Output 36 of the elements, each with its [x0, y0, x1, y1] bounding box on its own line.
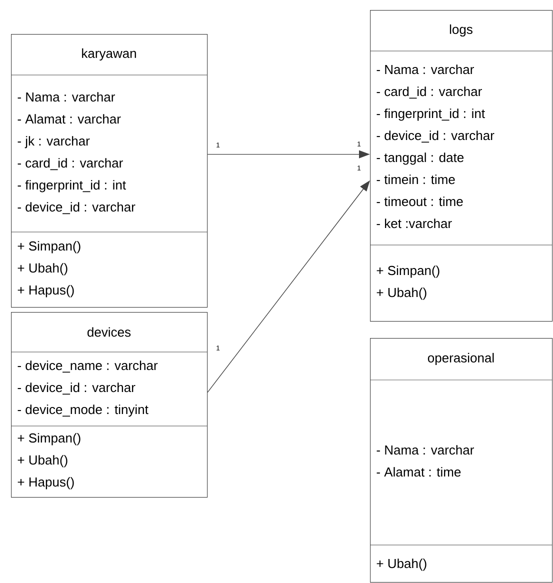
class-box [370, 338, 553, 583]
method-text: + Ubah() [376, 558, 426, 571]
attribute-text: - Alamat : time [376, 467, 461, 477]
attribute-text: - timein : time [376, 174, 455, 184]
attribute-text: - device_id : varchar [18, 382, 136, 395]
attribute-text: - timeout : time [376, 196, 463, 206]
attribute-text: - card_id : varchar [376, 86, 482, 99]
attribute-text: - jk : varchar [18, 136, 90, 148]
attribute-text: - Nama : varchar [376, 445, 474, 455]
attribute-text: - device_name : varchar [18, 360, 158, 373]
method-text: + Hapus() [18, 285, 74, 298]
method-text: + Ubah() [18, 455, 68, 468]
attribute-text: - Nama : varchar [18, 92, 115, 102]
class-box [370, 10, 553, 322]
attribute-text: - card_id : varchar [18, 158, 123, 170]
method-text: + Ubah() [376, 288, 426, 300]
attribute-text: - fingerprint_id : int [18, 180, 126, 192]
attribute-text: - device_mode : tinyint [18, 404, 148, 417]
attribute-text: - Nama : varchar [376, 64, 474, 74]
attribute-text: - ket :varchar [376, 218, 452, 228]
method-text: + Hapus() [18, 477, 74, 490]
class-name: operasional [428, 352, 494, 366]
class-box [10, 312, 208, 498]
method-text: + Simpan() [18, 433, 80, 446]
method-text: + Ubah() [18, 263, 68, 276]
attribute-text: - device_id : varchar [376, 130, 494, 143]
class-name: karyawan [82, 48, 136, 61]
attribute-text: - fingerprint_id : int [376, 108, 485, 121]
method-text: + Simpan() [376, 266, 440, 278]
attribute-text: - Alamat : varchar [18, 114, 121, 124]
attribute-text: - tanggal : date [376, 152, 464, 165]
class-name: devices [88, 327, 131, 337]
class-name: logs [450, 24, 472, 37]
attribute-text: - device_id : varchar [18, 202, 136, 214]
class-box [10, 34, 208, 308]
method-text: + Simpan() [18, 241, 80, 254]
